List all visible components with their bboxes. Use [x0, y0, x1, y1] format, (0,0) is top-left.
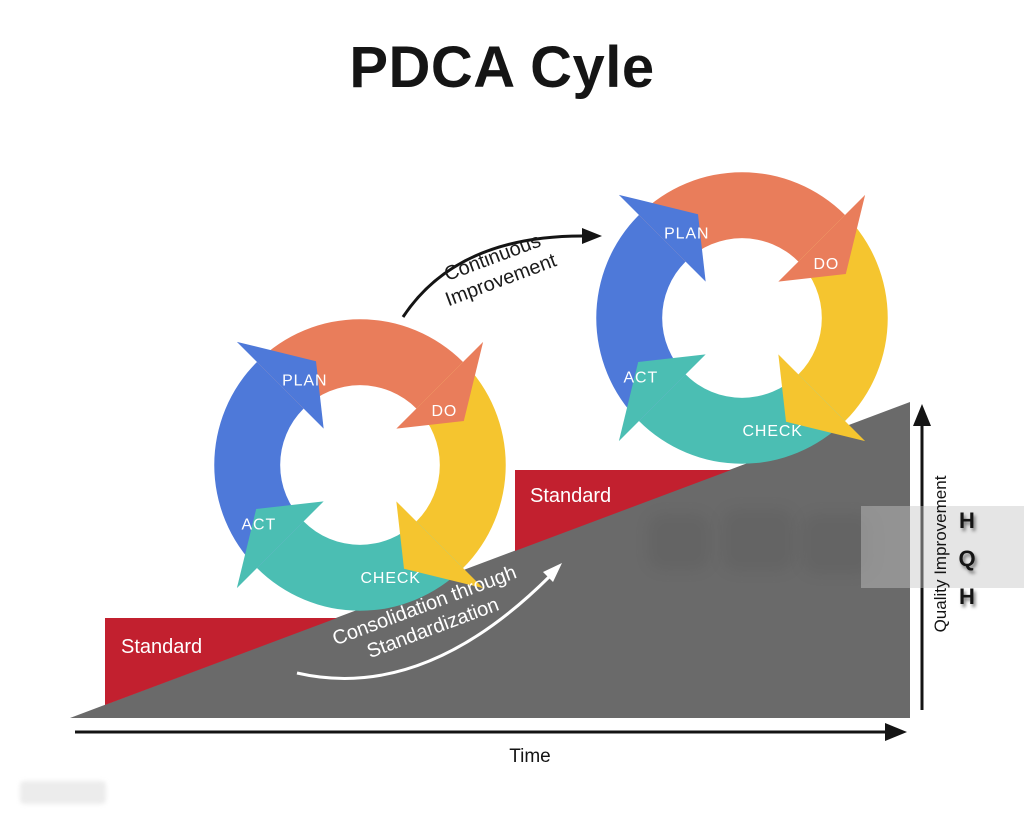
do-label: DO	[813, 256, 839, 273]
act-label: ACT	[241, 516, 276, 533]
standard-block-2-label: Standard	[530, 485, 611, 507]
act-arrowhead-icon	[236, 341, 324, 429]
check-label: CHECK	[742, 423, 802, 440]
watermark-band	[861, 506, 1024, 588]
pdca-cycle-upper: PLAN DO CHECK ACT	[596, 172, 888, 464]
continuous-improvement-arrowhead-icon	[582, 228, 602, 244]
act-label: ACT	[623, 369, 658, 386]
check-arrowhead-icon	[236, 501, 324, 589]
corner-smudge	[20, 781, 106, 804]
check-arrowhead-icon	[618, 354, 706, 442]
watermark-letter: H	[959, 584, 975, 609]
plan-label: PLAN	[664, 225, 709, 242]
standard-block-2	[515, 470, 731, 551]
watermark-letter: H	[959, 508, 975, 533]
ghost-watermark-blob	[802, 514, 872, 574]
y-axis-arrowhead-icon	[913, 404, 931, 426]
standard-block-1-label: Standard	[121, 636, 202, 658]
page-title: PDCA Cyle	[349, 35, 655, 100]
x-axis-label: Time	[509, 746, 551, 767]
x-axis-arrowhead-icon	[885, 723, 907, 741]
plan-label: PLAN	[282, 372, 327, 389]
ghost-watermark-blob	[722, 509, 794, 571]
plan-arrowhead-icon	[778, 194, 866, 282]
do-arrowhead-icon	[396, 501, 484, 589]
continuous-improvement-arrow	[401, 234, 589, 318]
pdca-cycle-lower: PLAN DO CHECK ACT	[214, 319, 506, 611]
ghost-watermark-blob	[648, 514, 710, 570]
do-label: DO	[431, 403, 457, 420]
act-arrowhead-icon	[618, 194, 706, 282]
y-axis-label: Quality Improvement	[931, 475, 950, 633]
standard-block-1	[105, 618, 337, 705]
consolidation-arrow	[296, 575, 551, 680]
consolidation-arrowhead-icon	[543, 563, 562, 582]
watermark-letters: H Q H	[950, 502, 984, 616]
check-label: CHECK	[360, 570, 420, 587]
watermark-letter: Q	[958, 546, 976, 571]
